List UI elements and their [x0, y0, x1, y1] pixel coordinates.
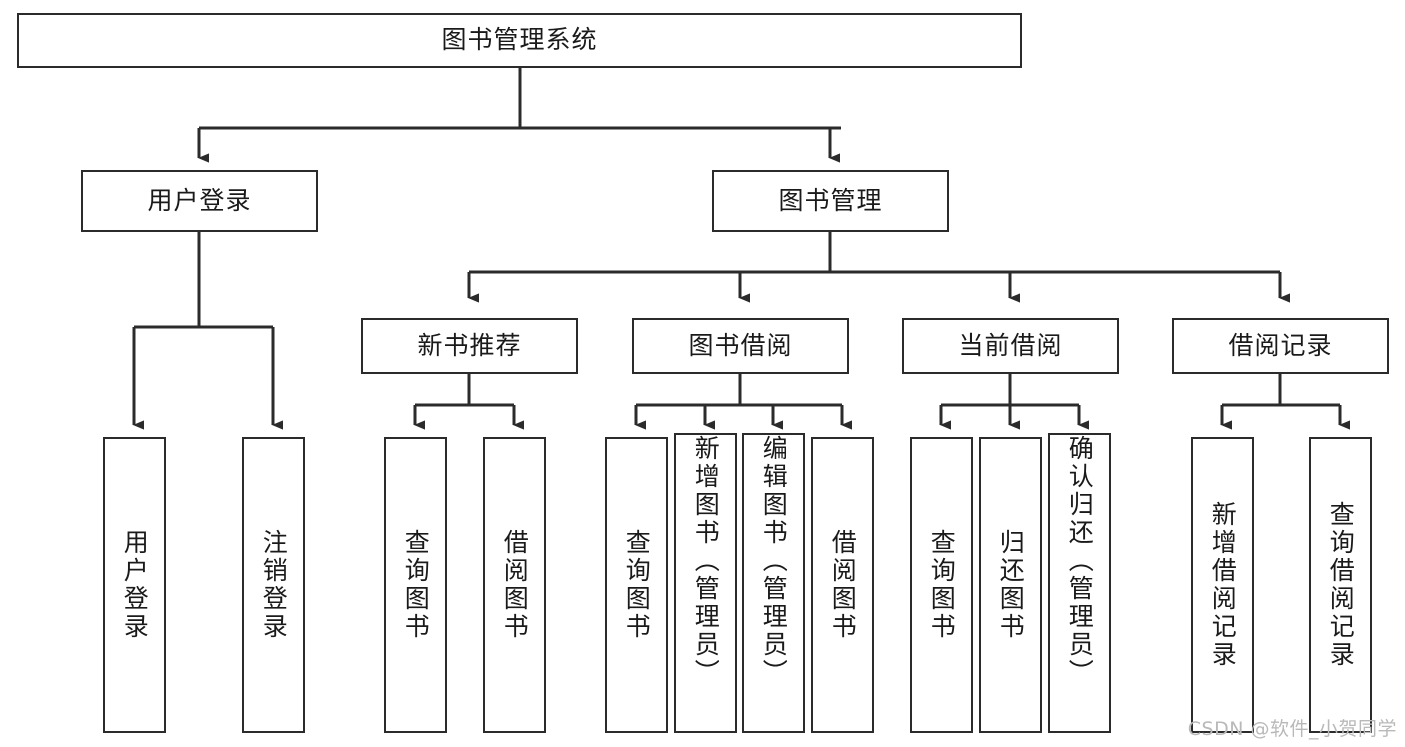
leaf-recommend-borrow-book[interactable]: 借阅图书 [483, 437, 546, 733]
node-label: 图书管理 [778, 185, 883, 215]
node-label: 借阅记录 [1228, 330, 1333, 360]
node-label: 查询图书 [401, 529, 431, 641]
node-label: 编辑图书（管理员） [759, 435, 789, 687]
node-label: 查询借阅记录 [1326, 501, 1356, 669]
node-label: 新增借阅记录 [1208, 501, 1238, 669]
node-current-borrow[interactable]: 当前借阅 [902, 318, 1119, 374]
node-label: 用户登录 [147, 185, 252, 215]
node-borrow-record[interactable]: 借阅记录 [1172, 318, 1389, 374]
node-book-borrow[interactable]: 图书借阅 [632, 318, 849, 374]
leaf-record-query-borrow-record[interactable]: 查询借阅记录 [1309, 437, 1372, 733]
node-label: 图书借阅 [688, 330, 793, 360]
node-label: 当前借阅 [958, 330, 1063, 360]
leaf-current-query-book[interactable]: 查询图书 [910, 437, 973, 733]
node-label: 借阅图书 [828, 529, 858, 641]
node-label: 图书管理系统 [441, 25, 598, 55]
watermark-text: CSDN @软件_小贺同学 [1187, 718, 1397, 740]
node-label: 确认归还（管理员） [1065, 435, 1095, 687]
node-label: 新书推荐 [417, 330, 522, 360]
leaf-borrow-borrow-book[interactable]: 借阅图书 [811, 437, 874, 733]
leaf-record-add-borrow-record[interactable]: 新增借阅记录 [1191, 437, 1254, 733]
node-root-book-management-system[interactable]: 图书管理系统 [17, 13, 1022, 68]
node-label: 查询图书 [927, 529, 957, 641]
node-book-management[interactable]: 图书管理 [712, 170, 949, 232]
leaf-current-return-book[interactable]: 归还图书 [979, 437, 1042, 733]
node-label: 用户登录 [120, 529, 150, 641]
leaf-current-confirm-return-admin[interactable]: 确认归还（管理员） [1048, 433, 1111, 733]
node-label: 归还图书 [996, 529, 1026, 641]
node-new-book-recommend[interactable]: 新书推荐 [361, 318, 578, 374]
node-label: 注销登录 [259, 529, 289, 641]
leaf-user-login[interactable]: 用户登录 [103, 437, 166, 733]
leaf-borrow-edit-book-admin[interactable]: 编辑图书（管理员） [742, 433, 805, 733]
leaf-borrow-add-book-admin[interactable]: 新增图书（管理员） [674, 433, 737, 733]
node-user-login[interactable]: 用户登录 [81, 170, 318, 232]
node-label: 新增图书（管理员） [691, 435, 721, 687]
leaf-user-logout[interactable]: 注销登录 [242, 437, 305, 733]
leaf-borrow-query-book[interactable]: 查询图书 [605, 437, 668, 733]
node-label: 借阅图书 [500, 529, 530, 641]
node-label: 查询图书 [622, 529, 652, 641]
leaf-recommend-query-book[interactable]: 查询图书 [384, 437, 447, 733]
